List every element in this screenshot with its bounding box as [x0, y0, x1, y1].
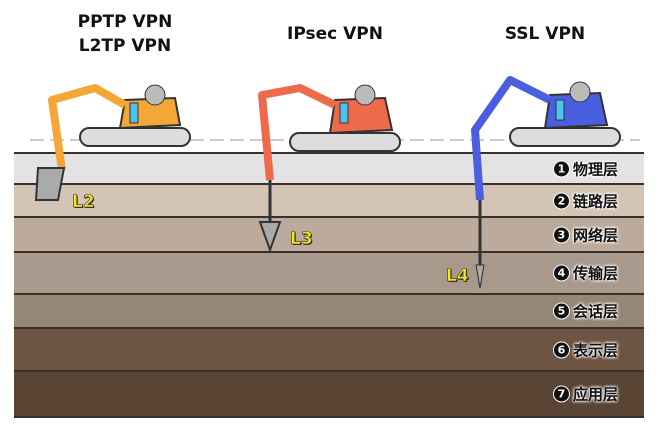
layer-name: 表示层	[572, 341, 618, 359]
depth-tag-l3: L3	[290, 229, 313, 250]
layer-name: 应用层	[572, 385, 618, 404]
excavator-left	[34, 84, 191, 201]
layer-number-badge: 6	[552, 341, 570, 358]
layer-name: 传输层	[572, 264, 618, 283]
title-ipsec: IPsec VPN	[287, 24, 383, 44]
layer-number-badge: 5	[552, 302, 570, 320]
layer-number-badge: 7	[552, 385, 570, 403]
layer-number-badge: 4	[552, 264, 570, 282]
layer-number-badge: 3	[552, 226, 570, 243]
excavator-right	[471, 76, 621, 289]
depth-tag-l4: L4	[446, 266, 469, 287]
mouse-driver-icon	[144, 84, 166, 106]
depth-tag-l2: L2	[72, 192, 95, 213]
title-l2tp: L2TP VPN	[78, 36, 172, 56]
title-pptp-l2tp: PPTP VPN L2TP VPN	[60, 10, 190, 58]
layer-name: 网络层	[572, 226, 618, 244]
layer-name: 会话层	[572, 302, 618, 321]
title-pptp: PPTP VPN	[77, 12, 173, 32]
layer-name: 物理层	[572, 160, 618, 178]
layer-number-badge: 1	[552, 160, 570, 177]
bucket-icon	[34, 167, 66, 201]
layer-name: 链路层	[572, 192, 618, 210]
layer-number-badge: 2	[552, 192, 570, 209]
excavator-middle	[258, 84, 401, 253]
track	[79, 127, 191, 147]
title-ssl: SSL VPN	[504, 24, 586, 44]
drill-bit-icon	[258, 221, 282, 253]
